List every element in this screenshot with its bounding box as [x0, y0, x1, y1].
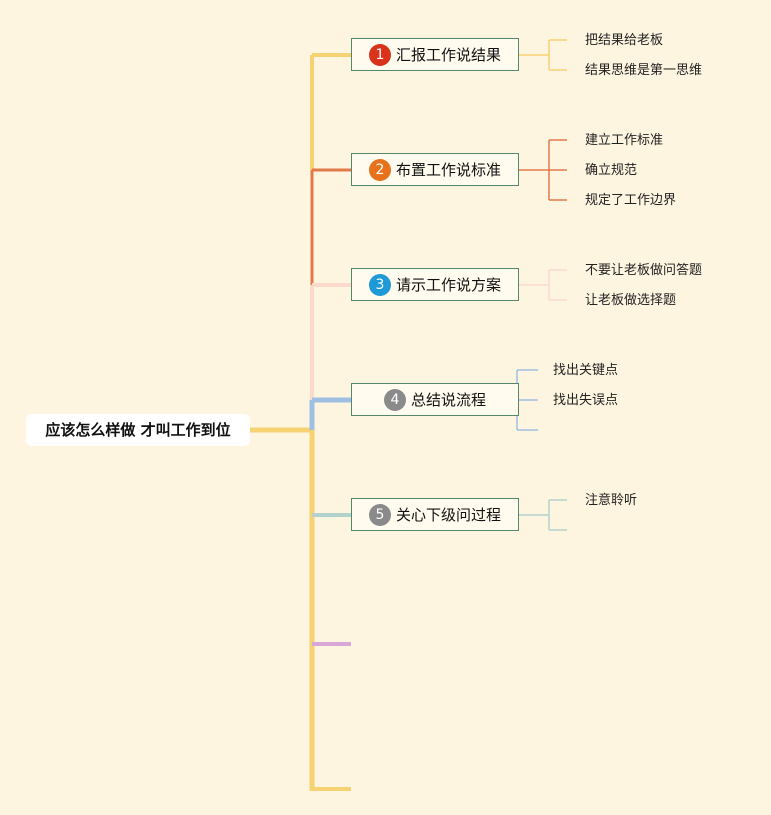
branch-topic-4[interactable]: 4 总结说流程 — [351, 383, 519, 416]
branch-topic-5[interactable]: 5 关心下级问过程 — [351, 498, 519, 531]
leaf-topic[interactable]: 让老板做选择题 — [585, 293, 677, 308]
branch-label: 总结说流程 — [410, 391, 486, 409]
number-4-badge: 4 — [383, 388, 406, 411]
leaf-topic[interactable]: 规定了工作边界 — [585, 193, 677, 208]
leaf-topic[interactable]: 把结果给老板 — [585, 33, 664, 48]
branch-label: 布置工作说标准 — [395, 161, 501, 179]
number-2-badge: 2 — [368, 158, 391, 181]
root-topic[interactable]: 应该怎么样做 才叫工作到位 — [26, 414, 250, 446]
branch-label: 请示工作说方案 — [395, 276, 501, 294]
leaf-topic[interactable]: 确立规范 — [585, 163, 638, 178]
leaf-topic[interactable]: 建立工作标准 — [585, 133, 664, 148]
branch-label: 关心下级问过程 — [395, 506, 501, 524]
branch-topic-3[interactable]: 3 请示工作说方案 — [351, 268, 519, 301]
leaf-topic[interactable]: 结果思维是第一思维 — [585, 63, 703, 78]
leaf-topic[interactable]: 注意聆听 — [585, 493, 638, 508]
leaf-topic[interactable]: 找出关键点 — [553, 363, 619, 378]
branch-topic-1[interactable]: 1 汇报工作说结果 — [351, 38, 519, 71]
branch-topic-2[interactable]: 2 布置工作说标准 — [351, 153, 519, 186]
branch-label: 汇报工作说结果 — [395, 46, 501, 64]
number-1-badge: 1 — [368, 43, 391, 66]
number-5-badge: 5 — [368, 503, 391, 526]
leaf-topic[interactable]: 不要让老板做问答题 — [585, 263, 703, 278]
leaf-topic[interactable]: 找出失误点 — [553, 393, 619, 408]
number-3-badge: 3 — [368, 273, 391, 296]
